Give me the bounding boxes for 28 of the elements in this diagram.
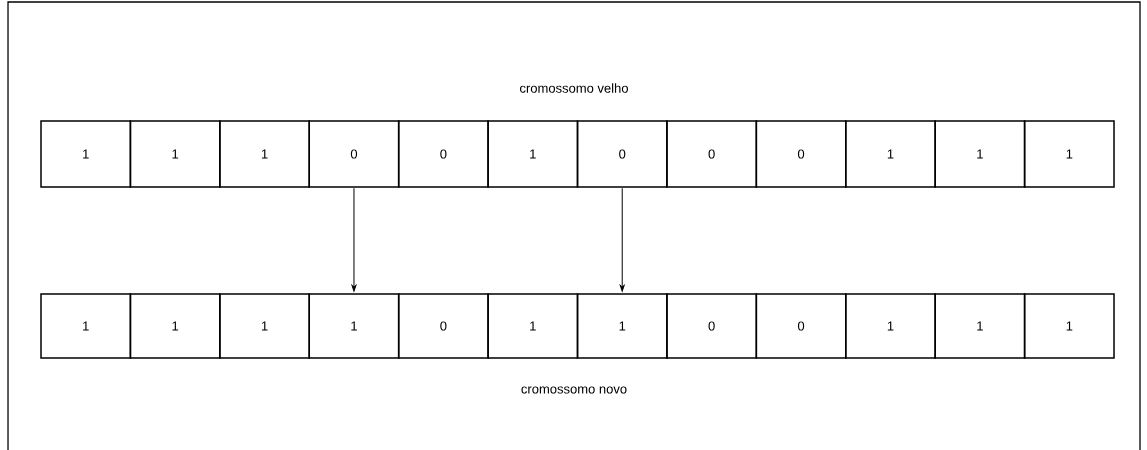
bit-cell: 1: [308, 293, 400, 359]
bit-cell: 1: [1023, 120, 1115, 188]
bit-cell: 1: [487, 293, 579, 359]
bit-cell: 1: [1023, 293, 1115, 359]
arrow: [351, 187, 357, 292]
bit-cell: 1: [129, 120, 221, 188]
bit-cell: 1: [934, 120, 1026, 188]
row-caption: cromossomo novo: [521, 386, 627, 394]
bit-cell: 0: [666, 120, 758, 188]
arrow: [619, 187, 625, 292]
bit-cell: 0: [666, 293, 758, 359]
bit-cell: 0: [397, 120, 489, 188]
bit-cell: 1: [576, 293, 668, 359]
bit-cell: 0: [308, 120, 400, 188]
bit-cell: 1: [487, 120, 579, 188]
bit-cell: 1: [845, 293, 936, 359]
bit-cell: 1: [845, 120, 936, 188]
bit-cell: 0: [397, 293, 489, 359]
bit-cell: 1: [129, 293, 221, 359]
bit-cell: 1: [40, 293, 132, 359]
bit-cell: 1: [219, 120, 310, 188]
bit-cell: 1: [934, 293, 1026, 359]
bit-cell: 0: [755, 293, 847, 359]
row-caption: cromossomo velho: [520, 83, 628, 93]
bit-cell: 1: [40, 120, 132, 188]
bit-cell: 0: [576, 120, 668, 188]
bit-cell: 0: [755, 120, 847, 188]
bit-cell: 1: [219, 293, 310, 359]
